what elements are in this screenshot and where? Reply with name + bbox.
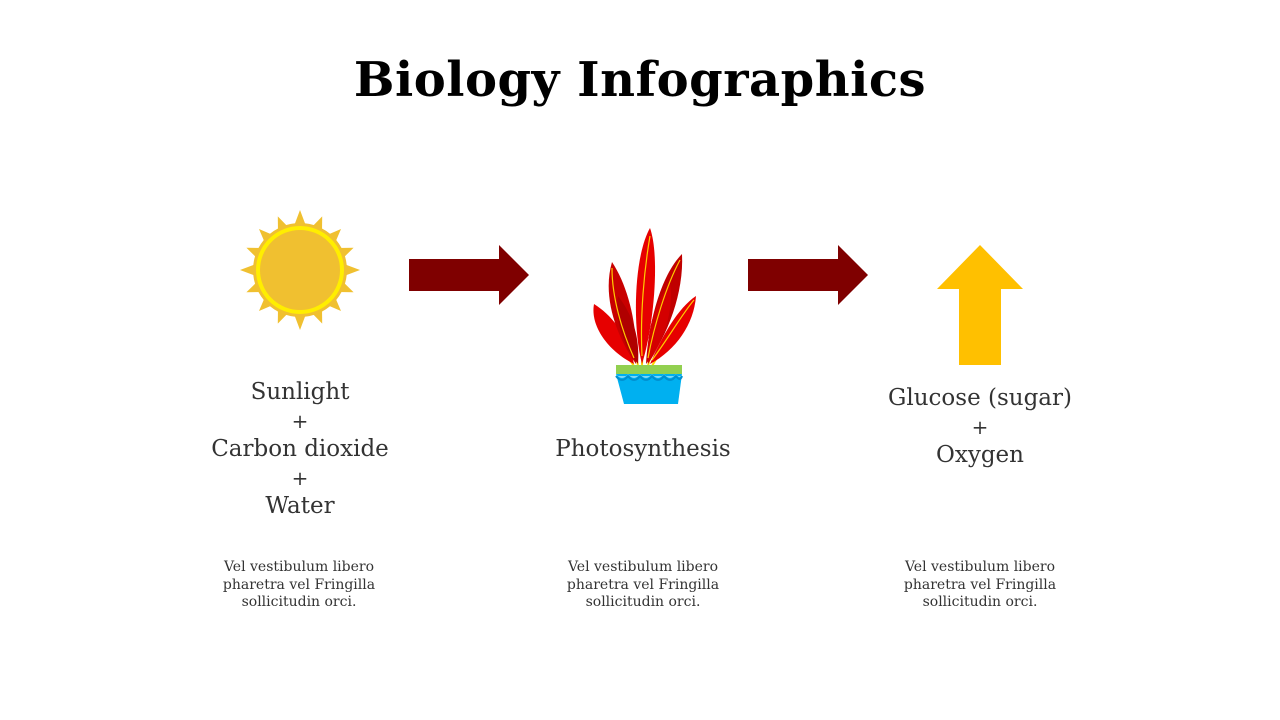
label-line: Carbon dioxide <box>211 436 389 462</box>
label-line: Sunlight <box>250 379 350 405</box>
plus-sign: + <box>971 414 989 439</box>
description-line: Vel vestibulum libero <box>223 559 375 575</box>
description-text: Vel vestibulum libero pharetra vel Fring… <box>885 559 1075 612</box>
description-line: sollicitudin orci. <box>922 594 1038 610</box>
label-line: Photosynthesis <box>555 436 731 462</box>
description-text: Vel vestibulum libero pharetra vel Fring… <box>204 559 394 612</box>
outputs-label: Glucose (sugar) + Oxygen <box>860 384 1100 470</box>
description-line: pharetra vel Fringilla <box>903 576 1057 593</box>
label-line: Glucose (sugar) <box>888 385 1072 411</box>
plus-sign: + <box>291 465 309 490</box>
up-arrow-icon <box>936 244 1024 366</box>
description-line: pharetra vel Fringilla <box>566 576 720 593</box>
process-label: Photosynthesis <box>523 435 763 464</box>
description-line: sollicitudin orci. <box>241 594 357 610</box>
label-line: Water <box>265 493 335 519</box>
description-line: Vel vestibulum libero <box>567 559 719 575</box>
label-line: Oxygen <box>936 442 1024 468</box>
right-arrow-icon <box>747 244 869 306</box>
description-line: sollicitudin orci. <box>585 594 701 610</box>
description-line: Vel vestibulum libero <box>904 559 1056 575</box>
right-arrow-icon <box>408 244 530 306</box>
inputs-label: Sunlight + Carbon dioxide + Water <box>180 378 420 521</box>
slide-title: Biology Infographics <box>353 52 927 108</box>
potted-plant-icon <box>588 226 700 408</box>
plus-sign: + <box>291 408 309 433</box>
description-line: pharetra vel Fringilla <box>222 576 376 593</box>
description-text: Vel vestibulum libero pharetra vel Fring… <box>548 559 738 612</box>
sun-icon <box>240 210 360 330</box>
